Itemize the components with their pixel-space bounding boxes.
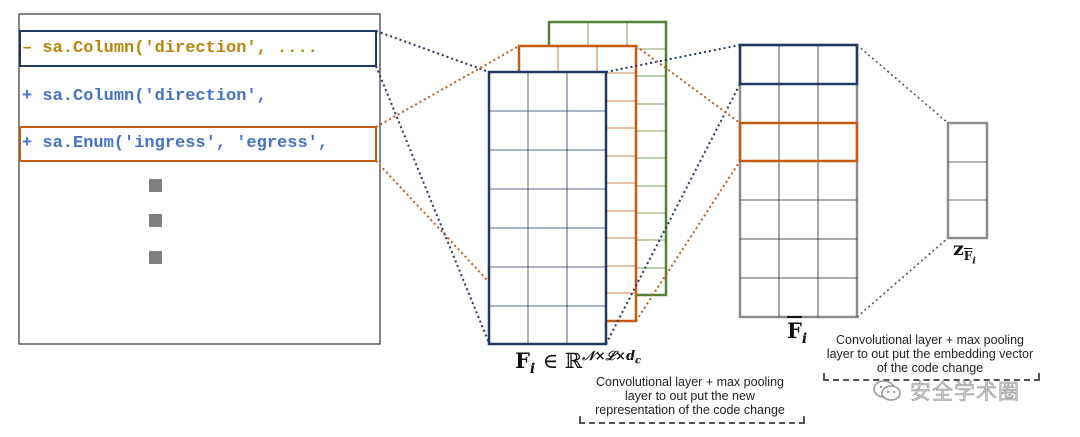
wechat-icon — [873, 380, 901, 401]
label-f: F — [515, 348, 530, 373]
label-exponent-d-sub: c — [635, 355, 642, 367]
label-z-sub-sub: i — [972, 256, 976, 267]
caption-middle-bracket — [579, 416, 805, 424]
ellipsis-dot-2 — [149, 214, 162, 227]
connector-gray-bottom — [856, 237, 949, 318]
label-z: z — [953, 238, 964, 260]
caption-right-line-3: of the code change — [876, 361, 984, 375]
connector-matrix-orange-bottom — [635, 160, 741, 322]
pooled-matrix — [738, 43, 859, 319]
caption-right: Convolutional layer + max pooling layer … — [812, 333, 1048, 375]
added-enum-line-highlight — [19, 126, 377, 162]
label-in-r: ∈ ℝ — [542, 349, 583, 373]
code-line-removed: – sa.Column('direction', .... — [22, 39, 318, 58]
code-line-added-enum: + sa.Enum('ingress', 'egress', — [22, 134, 329, 153]
ellipsis-dot-1 — [149, 179, 162, 192]
label-fbar: F — [787, 318, 802, 343]
caption-middle-line-2: layer to out put the new — [625, 389, 755, 403]
pooled-matrix-label: Fi — [787, 318, 807, 347]
connector-matrix-orange-top — [635, 45, 741, 124]
ellipsis-dot-3 — [149, 251, 162, 264]
watermark: 安全学术圈 — [872, 376, 1020, 406]
caption-right-line-2: layer to out put the embedding vector — [826, 347, 1034, 361]
connector-gray-top — [856, 44, 949, 124]
code-panel-frame — [18, 13, 381, 345]
label-z-sub: F — [963, 248, 973, 263]
feature-map-navy — [487, 70, 608, 346]
label-f-sub: i — [529, 361, 536, 378]
label-exponent-d: d — [625, 349, 636, 364]
caption-middle-line-3: representation of the code change — [595, 403, 785, 417]
embedding-label: zFi — [953, 238, 976, 266]
connector-orange-top — [375, 45, 520, 128]
label-exponent: 𝒩×ℒ× — [582, 349, 626, 364]
code-line-added-column: + sa.Column('direction', — [22, 87, 267, 106]
caption-middle: Convolutional layer + max pooling layer … — [572, 375, 808, 417]
connector-navy-bottom — [375, 65, 490, 344]
removed-line-highlight — [19, 30, 377, 67]
connector-navy-top — [375, 30, 490, 73]
connector-orange-bottom — [375, 160, 490, 283]
connector-matrix-navy-bottom — [605, 83, 741, 345]
label-fbar-sub: i — [801, 331, 808, 348]
watermark-text: 安全学术圈 — [910, 380, 1020, 405]
feature-matrix-label: Fi ∈ ℝ𝒩×ℒ×dc — [515, 348, 641, 377]
embedding-vector — [946, 121, 989, 240]
caption-right-line-1: Convolutional layer + max pooling — [836, 333, 1024, 347]
caption-right-bracket — [823, 373, 1040, 381]
caption-middle-line-1: Convolutional layer + max pooling — [596, 375, 784, 389]
